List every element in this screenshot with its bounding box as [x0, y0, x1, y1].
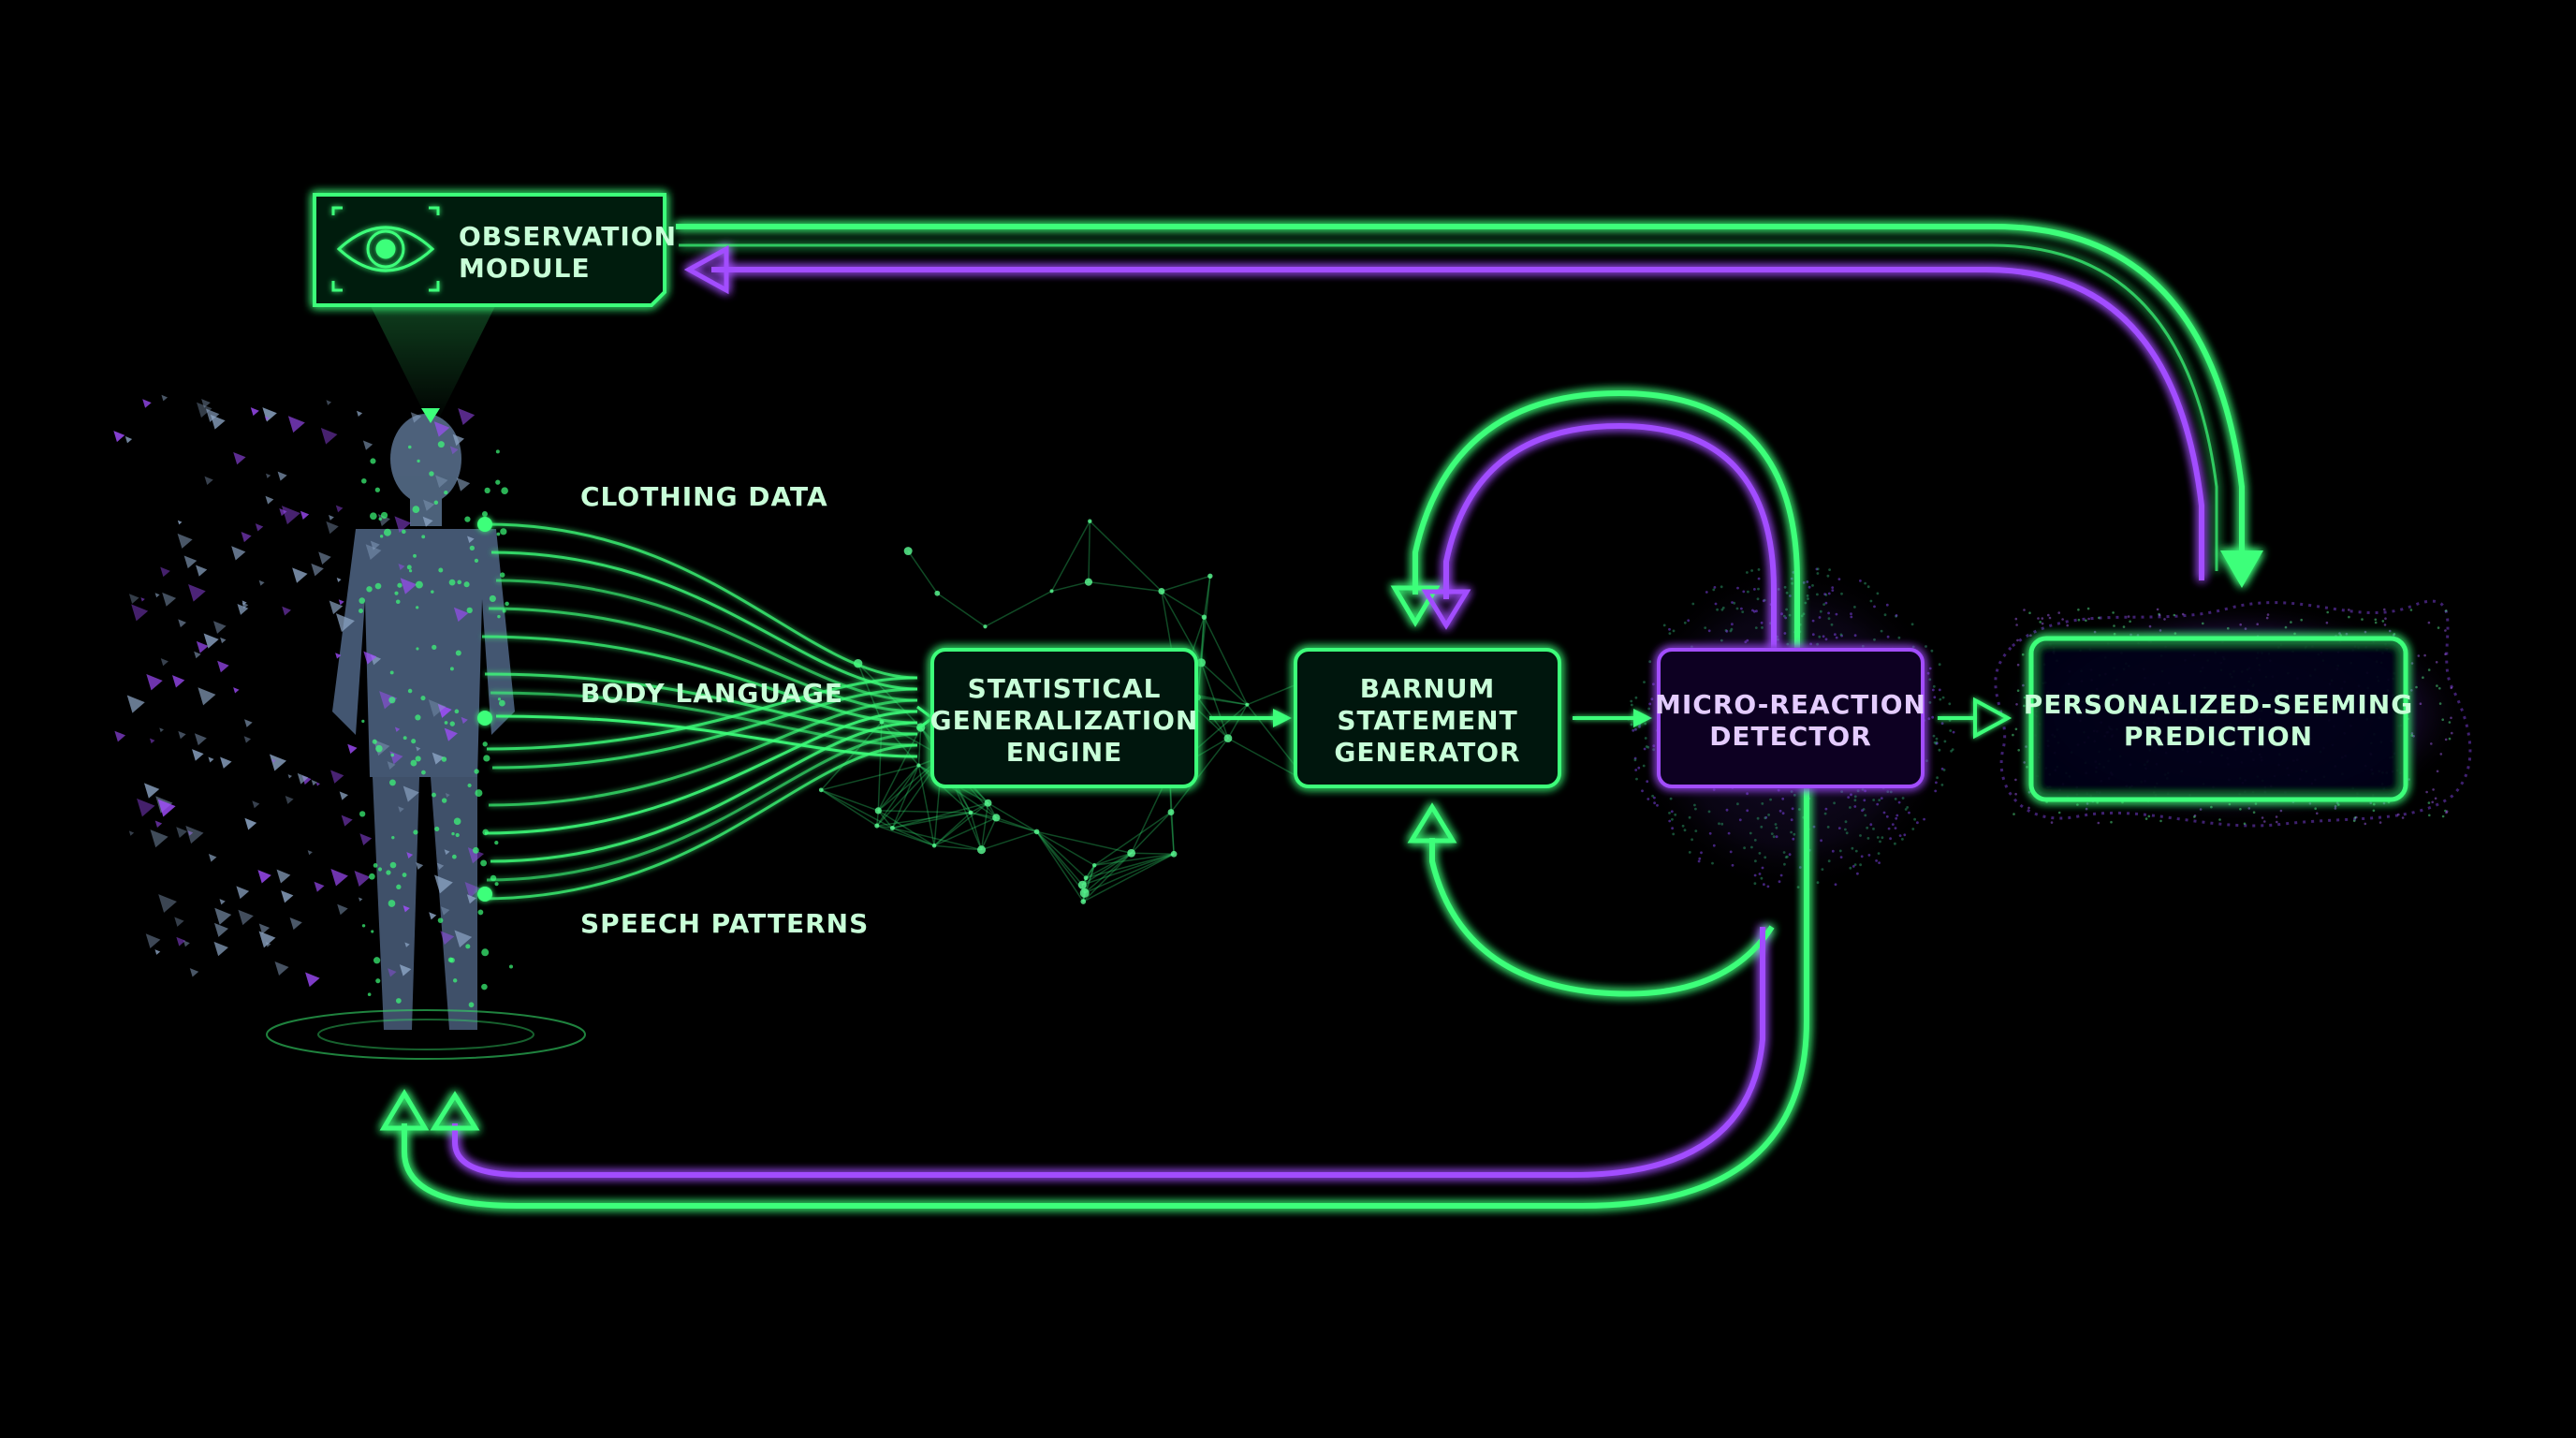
node-prediction-line2: PREDICTION — [2124, 721, 2313, 752]
node-micro-frame — [1657, 648, 1925, 788]
arrow-micro-to-prediction-head — [1973, 697, 2012, 740]
lower-green-arrowhead — [1407, 802, 1457, 844]
node-prediction-frame — [2028, 636, 2408, 802]
top-green-inner-loop — [679, 243, 2218, 571]
observation-module-frame — [313, 193, 666, 307]
lower-green-loop — [1429, 838, 1775, 997]
upper-green-loop — [1412, 389, 1800, 693]
arrow-barnum-to-micro-head — [1633, 709, 1652, 727]
node-barnum-statement-generator: BARNUM STATEMENT GENERATOR — [1294, 648, 1561, 788]
top-purple-arrowhead — [683, 244, 729, 295]
observation-beam-arrow — [421, 408, 440, 423]
node-statistical-line2: GENERALIZATION — [930, 705, 1199, 736]
node-statistical-line3: ENGINE — [1006, 737, 1123, 768]
eye-icon — [331, 206, 440, 292]
figure-fragment-particles — [113, 394, 514, 1008]
observation-module: OBSERVATION MODULE — [313, 193, 677, 307]
node-micro-line1: MICRO-REACTION — [1655, 689, 1926, 720]
upper-green-arrowhead — [1390, 585, 1441, 627]
input-label-clothing: CLOTHING DATA — [580, 481, 828, 512]
feedback-loops — [379, 224, 2263, 1209]
human-figure-silhouette — [266, 414, 586, 1060]
input-label-body: BODY LANGUAGE — [580, 678, 843, 709]
node-statistical-line1: STATISTICAL — [968, 673, 1162, 704]
input-fan-curves — [477, 517, 935, 902]
upper-purple-loop — [1443, 422, 1777, 693]
bottom-green-arrowhead — [379, 1089, 430, 1131]
input-label-speech: SPEECH PATTERNS — [580, 908, 869, 939]
node-micro-line2: DETECTOR — [1709, 721, 1872, 752]
upper-purple-arrowhead — [1421, 589, 1471, 630]
observation-beam — [370, 304, 496, 417]
node-prediction-line1: PERSONALIZED-SEEMING — [2024, 689, 2413, 720]
node-statistical-frame — [930, 648, 1198, 788]
bottom-purple-loop — [452, 927, 1765, 1178]
node-barnum-line1: BARNUM — [1360, 673, 1496, 704]
top-green-loop — [676, 224, 2245, 562]
top-green-arrowhead — [2220, 550, 2263, 588]
node-personalized-seeming-prediction: PERSONALIZED-SEEMING PREDICTION — [2024, 636, 2413, 802]
node-statistical-generalization-engine: STATISTICAL GENERALIZATION ENGINE — [930, 648, 1199, 788]
bottom-green-loop — [402, 655, 1809, 1209]
observation-module-label-line1: OBSERVATION — [459, 221, 677, 252]
node-micro-reaction-detector: MICRO-REACTION DETECTOR — [1655, 648, 1926, 788]
flow-arrows — [1209, 697, 2012, 740]
node-barnum-line3: GENERATOR — [1334, 737, 1520, 768]
node-barnum-line2: STATEMENT — [1337, 705, 1517, 736]
observation-module-label-line2: MODULE — [459, 253, 591, 284]
top-purple-loop — [711, 267, 2204, 580]
node-barnum-frame — [1294, 648, 1561, 788]
bottom-purple-arrowhead — [430, 1091, 480, 1131]
arrow-stat-to-barnum-head — [1273, 709, 1292, 727]
